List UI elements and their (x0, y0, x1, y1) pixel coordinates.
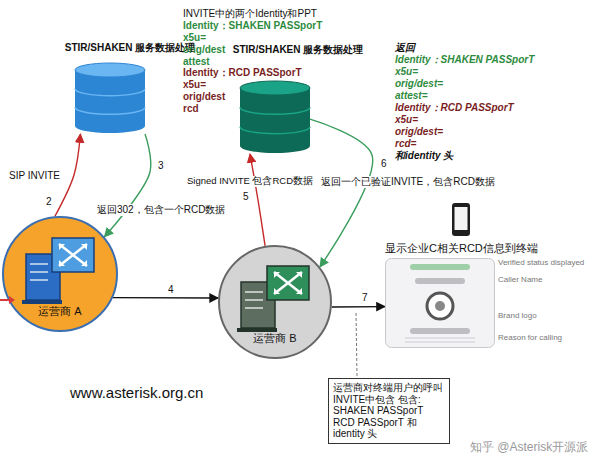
note-text: Identity：RCD PASSporT (395, 102, 514, 114)
connector-arrow (250, 154, 265, 246)
website-url: www.asterisk.org.cn (70, 384, 203, 401)
callout-text: Reason for calling (498, 333, 562, 342)
note-text: rcd= (395, 138, 416, 150)
note-text: attest= (395, 90, 428, 102)
note-text: x5u= (183, 79, 206, 91)
callout-number: 6 (381, 158, 387, 170)
leader-line (356, 312, 357, 376)
carrier-circle: 运营商 B (218, 245, 332, 359)
note-text: 运营商对终端用户的呼叫INVITE中包含 包含: SHAKEN PASSporT… (333, 382, 445, 440)
callout-number: 5 (243, 191, 249, 203)
reason-bar (410, 328, 470, 334)
carrier-circle: 运营商 A (2, 216, 118, 332)
node-heading: STIR/SHAKEN 服务数据处理 (233, 44, 364, 56)
note-text: orig/dest= (395, 126, 443, 138)
connector-arrow (332, 306, 385, 308)
note-text: x5u= (395, 66, 418, 78)
connector-arrow (113, 297, 218, 299)
database-band (75, 107, 145, 114)
caller-bar (415, 278, 465, 284)
screen-frame (386, 259, 495, 348)
node-label: 显示企业C相关RCD信息到终端 (385, 242, 538, 255)
callout-text: Brand logo (498, 311, 537, 320)
connector-arrow (104, 134, 150, 237)
note-text: 和identity 头 (395, 150, 453, 162)
note-text: Identity：SHAKEN PASSporT (183, 20, 322, 32)
callout-text: Verified status displayed (498, 258, 584, 267)
watermark: 知乎 @Asterisk开源派 (470, 441, 588, 455)
note-text: Identity：SHAKEN PASSporT (395, 54, 534, 66)
note-text: 返回 (395, 42, 415, 54)
callout-number: 7 (362, 292, 368, 304)
connector-arrow (310, 119, 373, 267)
edge-label: Signed INVITE 包含RCD数据 (186, 176, 314, 187)
database-top (75, 63, 145, 77)
phone-icon (452, 203, 470, 236)
note-text: rcd (183, 103, 199, 115)
database-band (240, 107, 310, 114)
phone-screen: 显示企业C相关RCD信息到终端 (385, 258, 495, 348)
carrier-circle-fill (219, 246, 331, 358)
database-node: STIR/SHAKEN 服务数据处理 (218, 38, 378, 154)
database-top (240, 81, 310, 95)
database-band (240, 127, 310, 134)
note-text: orig/dest (183, 91, 225, 103)
note-text: INVITE中的两个Identity和PPT (183, 8, 317, 20)
incoming-arrow-head (9, 296, 15, 304)
carrier-circle-fill (3, 217, 117, 331)
phone-icon-screen (455, 207, 468, 230)
server-icon (237, 266, 309, 332)
node-label: 运营商 A (38, 305, 81, 318)
database-band (75, 89, 145, 96)
server-icon (22, 238, 94, 304)
database-body (240, 88, 310, 153)
phone-outline (385, 258, 495, 348)
note-text: orig/dest (183, 44, 225, 56)
note-box: 运营商对终端用户的呼叫INVITE中包含 包含: SHAKEN PASSporT… (328, 378, 450, 444)
callout-number: 2 (46, 196, 52, 208)
callout-number: 3 (158, 160, 164, 172)
note-text: x5u= (395, 114, 418, 126)
verified-bar (410, 264, 470, 270)
database-body (75, 70, 145, 133)
db-outline (218, 38, 378, 154)
note-text: orig/dest= (395, 78, 443, 90)
note-text: x5u= (183, 32, 206, 44)
node-label: 运营商 B (253, 332, 296, 345)
node-heading: STIR/SHAKEN 服务数据处理 (65, 42, 196, 54)
brand-logo (427, 293, 453, 319)
incoming-arrow (0, 299, 10, 301)
edge-label: 返回一个已验证INVITE，包含RCD数据 (320, 176, 496, 188)
callout-text: Caller Name (498, 275, 542, 284)
note-text: Identity：RCD PASSporT (183, 67, 302, 79)
edge-label: SIP INVITE (8, 170, 61, 182)
edge-label: 返回302，包含一个RCD数据 (96, 204, 226, 216)
callout-number: 4 (168, 284, 174, 296)
note-text: attest (183, 56, 210, 68)
